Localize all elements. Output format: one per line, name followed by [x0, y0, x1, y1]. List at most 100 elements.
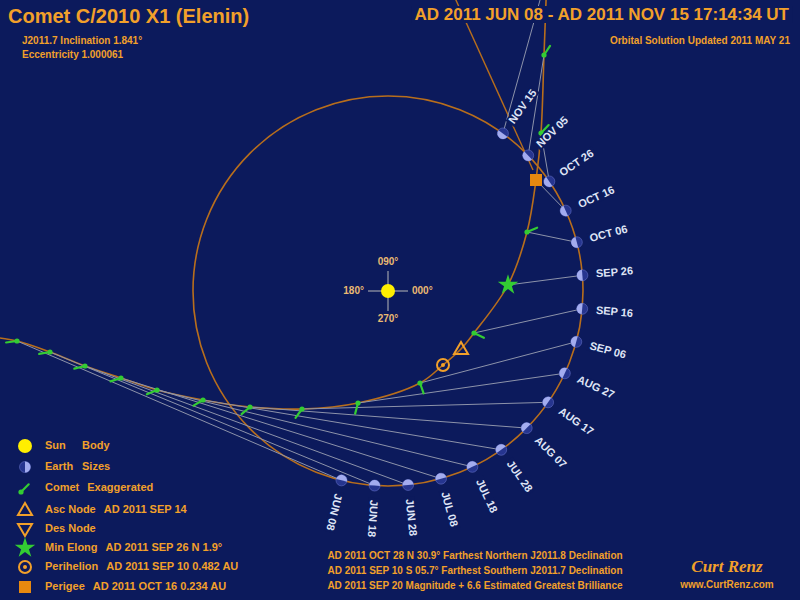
earth-disc — [336, 475, 347, 486]
date-label: JUN 18 — [365, 497, 379, 539]
sight-line — [85, 366, 408, 485]
earth-disc — [560, 205, 571, 216]
comet-symbol — [541, 46, 550, 58]
sight-lines — [17, 0, 582, 486]
legend-detail: AD 2011 SEP 10 0.482 AU — [106, 561, 238, 572]
legend-label: Perihelion — [45, 561, 98, 572]
earth-symbol — [571, 237, 582, 248]
comet-positions — [6, 46, 550, 418]
comet-head — [154, 387, 159, 392]
earth-disc — [543, 397, 554, 408]
comet-symbol — [18, 484, 28, 494]
earth-lit-side — [543, 397, 552, 407]
comet-head — [299, 406, 304, 411]
earth-lit-side — [467, 461, 477, 469]
earth-symbol — [369, 480, 380, 491]
comet-head — [355, 400, 360, 405]
earth-lit-side — [25, 462, 31, 473]
comet-symbol — [524, 228, 537, 235]
earth-symbol — [543, 397, 554, 408]
comet-orbit — [0, 0, 547, 409]
legend-label: Earth — [45, 461, 73, 472]
legend-label: Des Node — [45, 523, 96, 534]
legend-detail: Exaggerated — [87, 482, 153, 493]
earth-lit-side — [571, 237, 578, 248]
earth-lit-side — [577, 303, 583, 314]
comet-symbol — [147, 387, 160, 394]
perihelion-dot — [441, 363, 445, 367]
sight-line — [302, 402, 548, 409]
comet-head — [471, 330, 476, 335]
comet-symbol — [6, 338, 20, 343]
orbit-parameter: Eccentricity 1.000061 — [22, 50, 123, 60]
earth-lit-side — [403, 479, 414, 485]
perihelion-symbol — [437, 359, 449, 371]
date-label: JUN 28 — [404, 496, 419, 538]
min-elongation-star — [15, 537, 35, 556]
comet-symbol — [194, 397, 206, 405]
legend-label: Min Elong — [45, 542, 98, 553]
earth-lit-side — [577, 270, 583, 281]
comet-head — [247, 404, 252, 409]
comet-symbol — [355, 400, 360, 413]
date-label: JUL 28 — [504, 456, 536, 495]
sun-symbol — [381, 284, 395, 298]
earth-disc — [369, 480, 380, 491]
descending-node-symbol — [18, 524, 32, 536]
footnote: AD 2011 OCT 28 N 30.9° Farthest Northern… — [327, 551, 622, 561]
legend-label: Asc Node — [45, 504, 96, 515]
earth-disc — [523, 150, 534, 161]
earth-lit-side — [336, 475, 347, 482]
date-range-heading: AD 2011 JUN 08 - AD 2011 NOV 15 17:14:34… — [411, 6, 792, 23]
comet-symbol — [242, 404, 253, 414]
comet-head — [200, 397, 205, 402]
author-signature: Curt Renz — [691, 558, 762, 575]
earth-symbol — [521, 423, 532, 434]
date-label: AUG 07 — [531, 433, 570, 472]
sight-line — [50, 352, 375, 486]
sight-line — [157, 390, 472, 467]
update-note: Orbital Solution Updated 2011 MAY 21 — [610, 36, 790, 46]
orbit-parameter: J2011.7 Inclination 1.841° — [22, 36, 142, 46]
earth-symbol — [544, 176, 555, 187]
date-label: OCT 06 — [587, 223, 631, 244]
earth-lit-side — [496, 444, 506, 453]
earth-lit-side — [571, 336, 578, 347]
perigee-square — [19, 581, 31, 593]
comet-symbol — [111, 375, 124, 381]
footnote: AD 2011 SEP 10 S 05.7° Farthest Southern… — [327, 566, 622, 576]
min-elongation-star — [498, 274, 518, 293]
earth-disc — [571, 237, 582, 248]
comet-head — [47, 349, 52, 354]
comet-head — [82, 363, 87, 368]
comet-symbol — [417, 380, 423, 393]
axis-angle: 270° — [378, 314, 399, 324]
date-label: JUN 08 — [323, 491, 344, 534]
earth-symbol — [571, 336, 582, 347]
legend-symbols — [15, 439, 35, 593]
comet-symbol — [39, 349, 52, 354]
earth-lit-side — [544, 177, 553, 187]
legend-label: Comet — [45, 482, 79, 493]
date-label: SEP 16 — [594, 304, 636, 319]
footnote: AD 2011 SEP 20 Magnitude + 6.6 Estimated… — [327, 581, 622, 591]
earth-symbol — [560, 205, 571, 216]
date-label: SEP 06 — [586, 340, 629, 361]
comet-head — [541, 52, 546, 57]
date-label: SEP 26 — [594, 266, 636, 280]
sight-line — [358, 373, 565, 403]
perihelion-dot — [23, 565, 27, 569]
comet-symbol — [74, 363, 87, 368]
perihelion-ring — [19, 561, 31, 573]
axis-angle: 090° — [378, 257, 399, 267]
legend-detail: AD 2011 SEP 26 N 1.9° — [106, 542, 223, 553]
sun-symbol — [18, 439, 32, 453]
sight-line — [474, 309, 582, 333]
date-label: JUL 18 — [473, 475, 500, 516]
earth-disc — [577, 303, 588, 314]
ascending-node-symbol — [454, 342, 468, 354]
sun-crosshair — [368, 271, 408, 311]
author-url: www.CurtRenz.com — [680, 580, 774, 590]
earth-disc — [435, 473, 446, 484]
